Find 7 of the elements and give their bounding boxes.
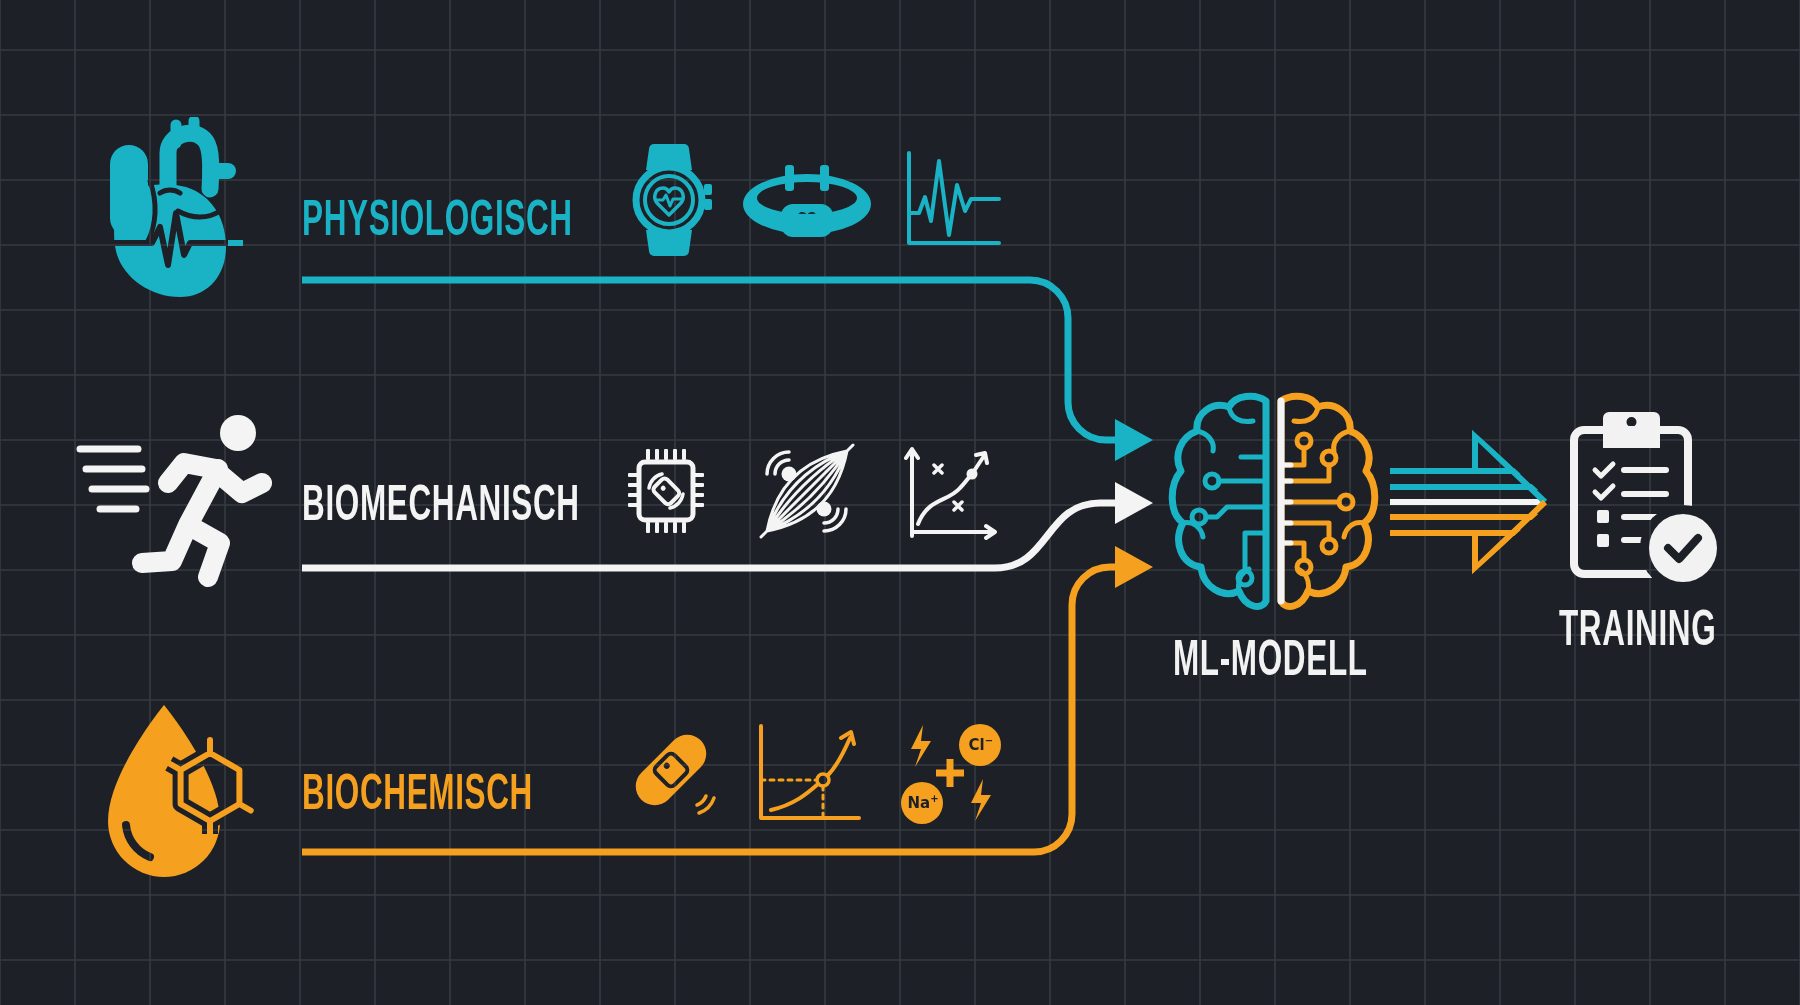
- ion-label: Na$^{+}$: [907, 794, 939, 812]
- node-label: BIOMECHANISCH: [302, 478, 580, 528]
- node-label: ML-MODELL: [1172, 633, 1368, 683]
- node-label: PHYSIOLOGISCH: [302, 193, 573, 243]
- node-label: TRAINING: [1559, 603, 1717, 653]
- node-label: BIOCHEMISCH: [302, 767, 533, 817]
- ion-label: Cl$^{−}$: [968, 736, 994, 754]
